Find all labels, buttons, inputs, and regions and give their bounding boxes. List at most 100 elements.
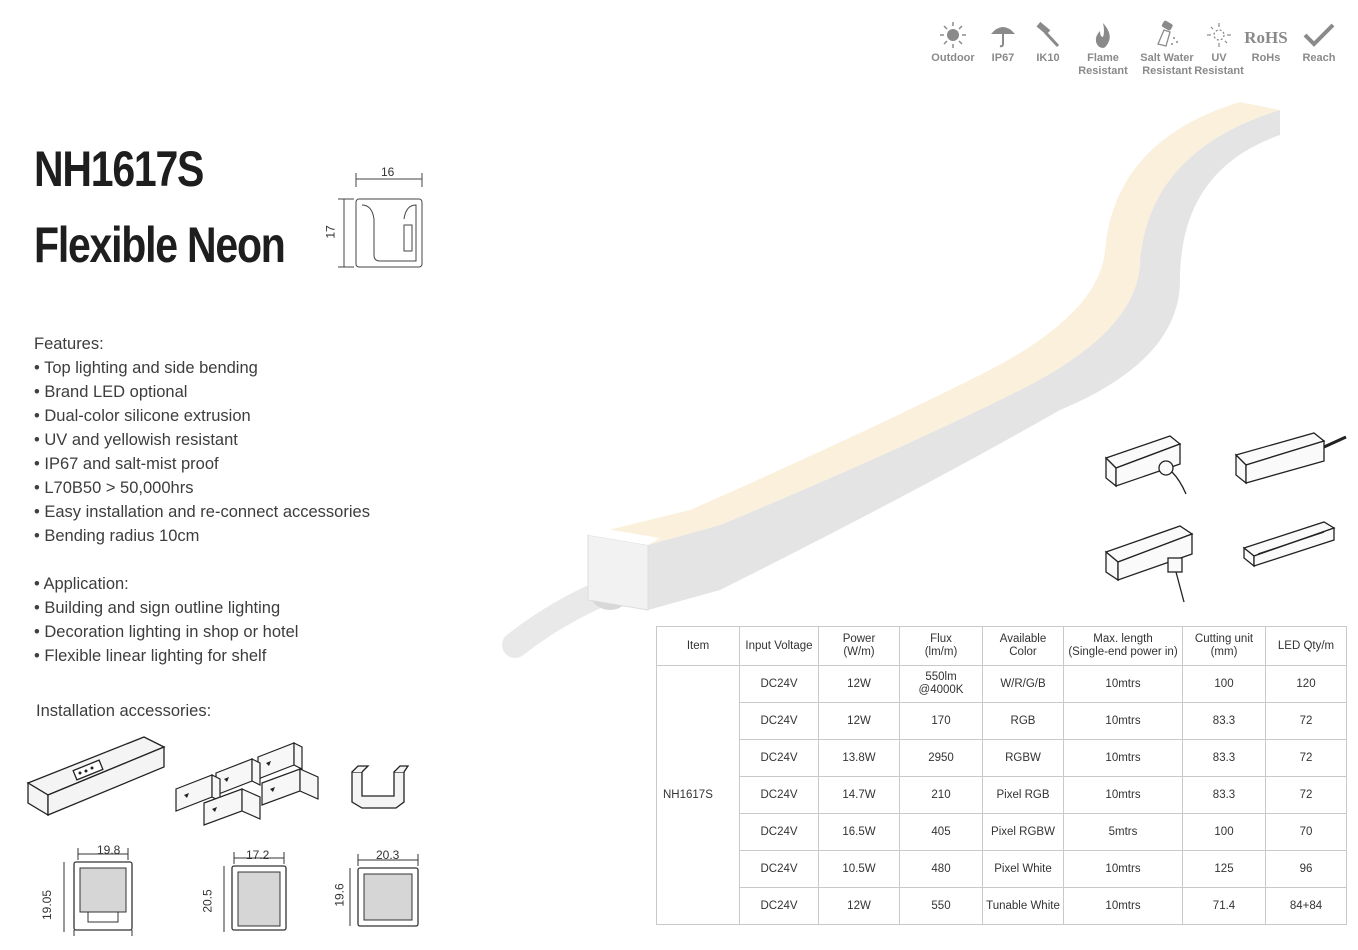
table-cell: Pixel RGBW [982,813,1064,851]
cert-label: IK10 [1036,52,1060,64]
connector-thumbnail-1 [1100,430,1210,505]
table-cell: 550lm @4000K [899,665,983,703]
header-cutting-unit: Cutting unit (mm) [1182,626,1266,666]
table-cell: DC24V [739,776,819,814]
end-cap-image [346,758,412,817]
table-cell: 72 [1265,702,1347,740]
accessory-section-1: 19.8 19.05 [40,840,140,945]
header-input-voltage: Input Voltage [739,626,819,666]
table-cell: 83.3 [1182,739,1266,777]
table-cell: 100 [1182,813,1266,851]
end-connector-icon [1104,435,1187,495]
table-cell: 100 [1182,665,1266,703]
table-cell: 13.8W [818,739,900,777]
cert-ik10: IK10 [1018,20,1078,65]
table-cell: 550 [899,887,983,925]
feature-item: • Dual-color silicone extrusion [34,407,251,425]
side-connector-icon [1234,432,1347,485]
cert-ip67: IP67 [973,20,1033,65]
table-cell: DC24V [739,813,819,851]
table-cell: Tunable White [982,887,1064,925]
mounting-clip-icon [175,742,319,826]
connector-thumbnail-4 [1238,514,1348,589]
connector-thumbnail-3 [1100,518,1210,613]
application-item: • Flexible linear lighting for shelf [34,647,267,665]
table-cell: 12W [818,665,900,703]
connector-thumbnail-2 [1230,425,1350,500]
table-cell: 10mtrs [1063,702,1183,740]
accessory-width: 17.2 [246,848,270,862]
mounting-channel-image [24,733,169,828]
table-cell: 70 [1265,813,1347,851]
aluminum-channel-icon [26,736,166,817]
table-cell: 71.4 [1182,887,1266,925]
application-item: • Decoration lighting in shop or hotel [34,623,299,641]
accessory-width: 20.3 [376,848,400,862]
header-max-length: Max. length (Single-end power in) [1063,626,1183,666]
application-heading: • Application: [34,575,129,593]
feature-item: • Brand LED optional [34,383,188,401]
spec-table: Item Input Voltage Power (W/m) Flux (lm/… [656,626,1347,925]
table-cell: 83.3 [1182,702,1266,740]
salt-water-icon [1157,20,1178,47]
table-cell: 480 [899,850,983,888]
rohs-icon: RoHS [1236,20,1296,52]
feature-item: • Easy installation and re-connect acces… [34,503,370,521]
table-cell: 120 [1265,665,1347,703]
umbrella-icon [991,27,1015,48]
channel-cross-section-icon [63,848,133,936]
mounting-clips-image [170,737,325,837]
cert-label: Reach [1302,52,1336,64]
feature-item: • IP67 and salt-mist proof [34,455,219,473]
table-header-row: Item Input Voltage Power (W/m) Flux (lm/… [656,626,1347,666]
product-name: Flexible Neon [34,217,286,273]
accessories-heading: Installation accessories: [36,702,212,720]
profile-drawing: 16 17 [322,165,432,275]
item-cell: NH1617S [656,665,740,925]
feature-item: • Bending radius 10cm [34,527,200,545]
product-model: NH1617S [34,141,204,197]
hammer-icon [1036,21,1060,48]
application-item: • Building and sign outline lighting [34,599,281,617]
table-cell: 10mtrs [1063,887,1183,925]
features-section: Features: • Top lighting and side bendin… [34,332,370,668]
header-flux: Flux (lm/m) [899,626,983,666]
features-heading: Features: [34,335,104,353]
clip-cross-section-icon [223,852,287,932]
table-cell: 170 [899,702,983,740]
sun-icon [940,22,966,48]
profile-cross-section-icon [338,173,423,268]
table-cell: 12W [818,887,900,925]
table-cell: DC24V [739,739,819,777]
accessory-height: 19.6 [332,883,347,907]
table-cell: DC24V [739,702,819,740]
table-cell: 83.3 [1182,776,1266,814]
header-led-qty: LED Qty/m [1265,626,1347,666]
accessory-height: 20.5 [200,889,215,913]
cert-label: IP67 [991,52,1015,64]
cert-label: Flame Resistant [1078,52,1128,77]
table-cell: DC24V [739,665,819,703]
checkmark-icon [1303,23,1335,47]
cert-outdoor: Outdoor [923,20,983,65]
rohs-logo-text: RoHS [1244,28,1288,47]
table-cell: 16.5W [818,813,900,851]
end-cap-icon [351,765,410,809]
cap-cross-section-icon [349,854,419,927]
feature-item: • UV and yellowish resistant [34,431,238,449]
table-cell: 12W [818,702,900,740]
table-cell: 10mtrs [1063,776,1183,814]
table-cell: 96 [1265,850,1347,888]
table-cell: 2950 [899,739,983,777]
cert-salt-water: Salt Water Resistant [1137,20,1197,78]
table-cell: DC24V [739,850,819,888]
accessory-width: 19.8 [97,843,121,857]
accessory-height: 19.05 [40,889,55,921]
table-cell: 72 [1265,776,1347,814]
